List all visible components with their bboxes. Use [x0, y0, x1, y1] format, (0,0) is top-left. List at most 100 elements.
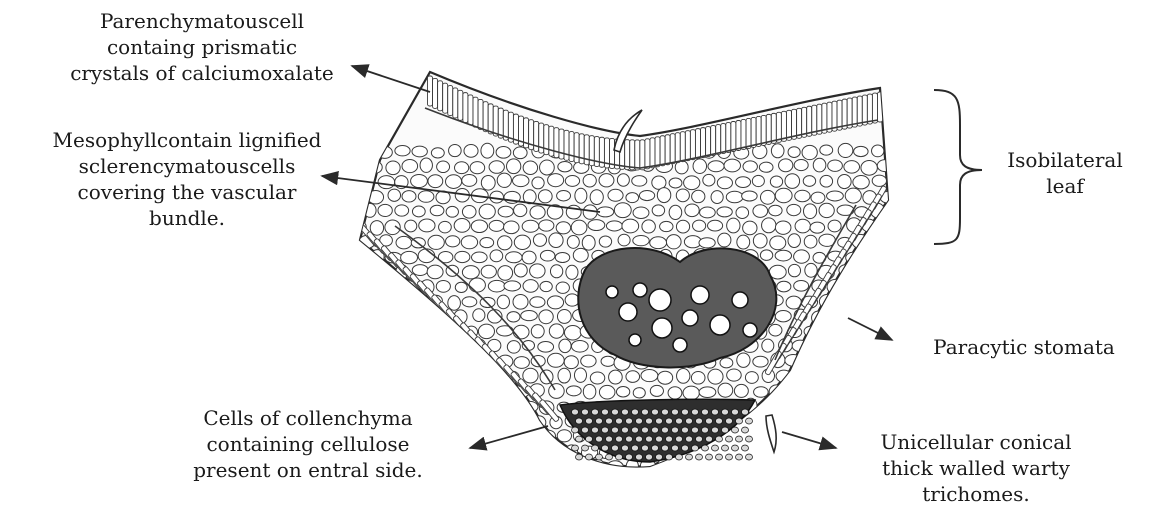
collenchyma-cell	[652, 427, 659, 433]
mesophyll-cell	[488, 280, 505, 292]
mesophyll-cell	[699, 238, 715, 248]
label-line: covering the vascular	[2, 179, 372, 205]
mesophyll-cell	[821, 353, 833, 367]
mesophyll-cell	[785, 444, 800, 458]
mesophyll-cell	[548, 174, 564, 187]
mesophyll-cell	[632, 176, 647, 186]
palisade-cell	[837, 100, 842, 130]
mesophyll-cell	[581, 355, 596, 367]
mesophyll-cell	[523, 461, 538, 473]
mesophyll-cell	[633, 207, 649, 218]
mesophyll-cell	[829, 429, 843, 442]
mesophyll-cell	[386, 310, 402, 322]
mesophyll-cell	[853, 293, 869, 307]
mesophyll-cell	[880, 341, 895, 352]
mesophyll-cell	[614, 203, 631, 218]
mesophyll-cell	[775, 250, 791, 261]
mesophyll-cell	[642, 220, 655, 233]
mesophyll-cell	[541, 460, 553, 471]
collenchyma-cell	[602, 409, 609, 415]
mesophyll-cell	[626, 193, 639, 203]
palisade-cell	[741, 119, 746, 149]
collenchyma-cell	[726, 436, 733, 442]
collenchyma-cell	[672, 445, 679, 451]
label-line: thick walled warty	[846, 455, 1106, 481]
mesophyll-cell	[633, 236, 649, 246]
mesophyll-cell	[345, 354, 359, 368]
mesophyll-cell	[351, 369, 366, 384]
mesophyll-cell	[854, 146, 868, 156]
palisade-cell	[650, 138, 655, 168]
mesophyll-cell	[546, 445, 562, 457]
palisade-cell	[867, 94, 872, 124]
mesophyll-cell	[513, 147, 527, 159]
mesophyll-cell	[590, 190, 603, 205]
mesophyll-cell	[470, 369, 485, 383]
collenchyma-cell	[586, 418, 593, 424]
palisade-cell	[660, 136, 665, 166]
mesophyll-cell	[379, 324, 394, 337]
mesophyll-cell	[650, 385, 663, 396]
palisade-cell	[695, 129, 700, 159]
palisade-cell	[670, 134, 675, 164]
palisade-cell	[625, 140, 630, 170]
mesophyll-cell	[793, 462, 810, 472]
collenchyma-cell	[642, 427, 649, 433]
mesophyll-cell	[812, 371, 827, 383]
palisade-cell	[746, 118, 751, 148]
mesophyll-cell	[785, 174, 800, 189]
collenchyma-cell	[646, 436, 653, 442]
mesophyll-cell	[351, 280, 367, 292]
collenchyma-cell	[686, 436, 693, 442]
mesophyll-cell	[538, 342, 554, 353]
collenchyma-cell	[682, 427, 689, 433]
collenchyma-cell	[622, 427, 629, 433]
collenchyma-cell	[622, 445, 629, 451]
mesophyll-cell	[411, 354, 425, 368]
collenchyma-cell	[646, 418, 653, 424]
mesophyll-cell	[693, 159, 707, 174]
collenchyma-cell	[736, 454, 743, 460]
mesophyll-cell	[845, 188, 861, 203]
mesophyll-cell	[700, 207, 716, 218]
mesophyll-cell	[449, 144, 462, 156]
mesophyll-cell	[752, 175, 764, 186]
mesophyll-cell	[571, 220, 587, 235]
mesophyll-cell	[531, 444, 546, 459]
mesophyll-cell	[762, 462, 775, 474]
mesophyll-cell	[478, 324, 494, 339]
mesophyll-cell	[462, 297, 477, 307]
palisade-cell	[443, 83, 448, 113]
mesophyll-cell	[831, 309, 844, 322]
mesophyll-cell	[378, 176, 395, 189]
mesophyll-cell	[601, 356, 615, 366]
mesophyll-cell	[351, 252, 364, 263]
mesophyll-cell	[470, 162, 485, 174]
palisade-cell	[726, 123, 731, 153]
collenchyma-cell	[686, 454, 693, 460]
mesophyll-cell	[378, 204, 392, 216]
mesophyll-cell	[786, 414, 800, 428]
xylem-vessel	[673, 338, 687, 352]
mesophyll-cell	[447, 357, 463, 370]
mesophyll-cell	[385, 279, 401, 291]
mesophyll-cell	[497, 446, 514, 461]
mesophyll-cell	[549, 324, 564, 338]
mesophyll-cell	[820, 145, 833, 155]
collenchyma-cell	[656, 436, 663, 442]
palisade-cell	[852, 97, 857, 127]
mesophyll-cell	[462, 174, 477, 186]
collenchyma-cell	[582, 445, 589, 451]
mesophyll-cell	[692, 461, 706, 473]
palisade-cell	[706, 127, 711, 157]
mesophyll-cell	[481, 143, 494, 158]
mesophyll-cell	[396, 294, 410, 307]
palisade-cell	[807, 106, 812, 136]
palisade-cell	[721, 124, 726, 154]
mesophyll-cell	[889, 293, 904, 307]
mesophyll-cell	[718, 383, 733, 397]
mesophyll-cell	[838, 415, 852, 426]
palisade-cell	[761, 115, 766, 145]
xylem-vessel	[710, 315, 730, 335]
mesophyll-cell	[547, 296, 563, 309]
